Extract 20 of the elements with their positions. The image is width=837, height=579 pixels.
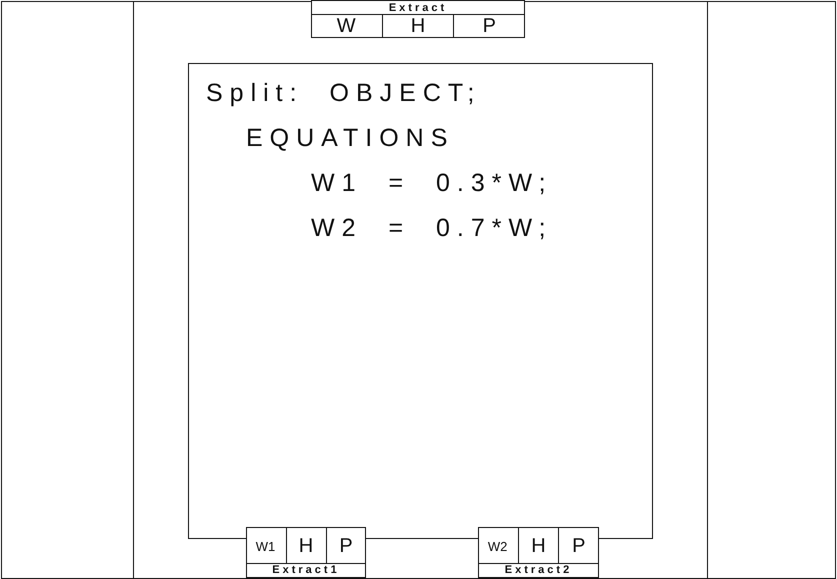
port-cell: P	[558, 528, 598, 564]
equation-text: EQUATIONS	[246, 124, 454, 153]
port-group	[478, 527, 599, 578]
port-group-label: Extract1	[271, 563, 341, 577]
equation-text: Split: OBJECT;	[206, 79, 482, 108]
port-group-label: Extract	[388, 1, 448, 15]
port-group	[246, 527, 366, 578]
port-cell: W2	[478, 528, 518, 564]
block-box	[188, 63, 653, 539]
port-group	[311, 0, 525, 38]
port-cell: H	[286, 528, 326, 564]
port-cell: P	[453, 15, 524, 38]
port-cell: H	[382, 15, 454, 38]
equation-text: W1 = 0.3*W;	[311, 169, 553, 198]
port-cell: W1	[246, 528, 286, 564]
equation-text: W2 = 0.7*W;	[311, 214, 553, 243]
port-group-label: Extract2	[504, 563, 574, 577]
port-cell: W	[310, 15, 382, 38]
port-cell: P	[326, 528, 366, 564]
port-cell: H	[518, 528, 558, 564]
